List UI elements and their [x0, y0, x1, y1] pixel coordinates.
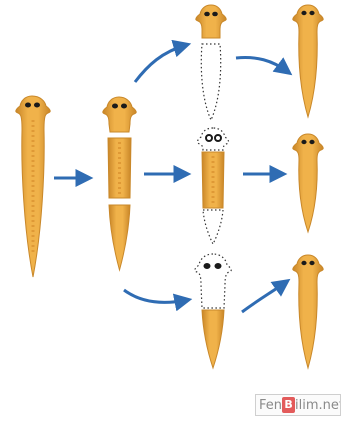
eye-right: [121, 103, 127, 109]
eye-right: [214, 263, 222, 269]
eye-left: [301, 139, 307, 145]
regenerating-middle-piece: [196, 127, 230, 246]
eye-right: [309, 10, 315, 16]
eye-left: [204, 11, 210, 17]
cut-tail-piece: [108, 204, 131, 272]
regrowing-tail-outline: [202, 209, 224, 246]
eye-right: [212, 11, 218, 17]
middle-body: [201, 151, 225, 209]
eye-right: [34, 102, 40, 108]
eye-right: [214, 134, 222, 142]
eye-left: [301, 260, 307, 266]
arrow-final-top: [235, 56, 293, 76]
cut-planarian: [102, 96, 137, 272]
regenerating-head-piece: [195, 4, 227, 122]
regrowing-body-outline: [200, 43, 222, 122]
watermark-text-part2: ilim.net: [295, 398, 341, 413]
regenerating-tail-piece: [194, 253, 232, 370]
tail-body: [201, 309, 225, 370]
regrowing-head-outline: [196, 127, 230, 151]
arrow-head-piece: [133, 39, 192, 83]
cut-head-piece: [102, 96, 137, 133]
original-planarian: [15, 95, 51, 278]
final-planarian-top: [292, 4, 324, 119]
arrow-final-bottom: [241, 278, 291, 314]
watermark-mark: B: [282, 397, 296, 413]
eye-right: [309, 139, 315, 145]
arrow-tail-piece: [123, 288, 193, 312]
final-planarian-bottom: [292, 254, 324, 370]
regenerating-head: [195, 4, 227, 39]
eye-left: [301, 10, 307, 16]
regrowing-front-outline: [194, 253, 232, 309]
eye-left: [203, 263, 211, 269]
final-planarian-middle: [292, 133, 324, 234]
eye-left: [112, 103, 118, 109]
eye-left: [205, 134, 213, 142]
eye-left: [25, 102, 31, 108]
watermark-text-part1: Fen: [259, 398, 283, 413]
eye-right: [309, 260, 315, 266]
